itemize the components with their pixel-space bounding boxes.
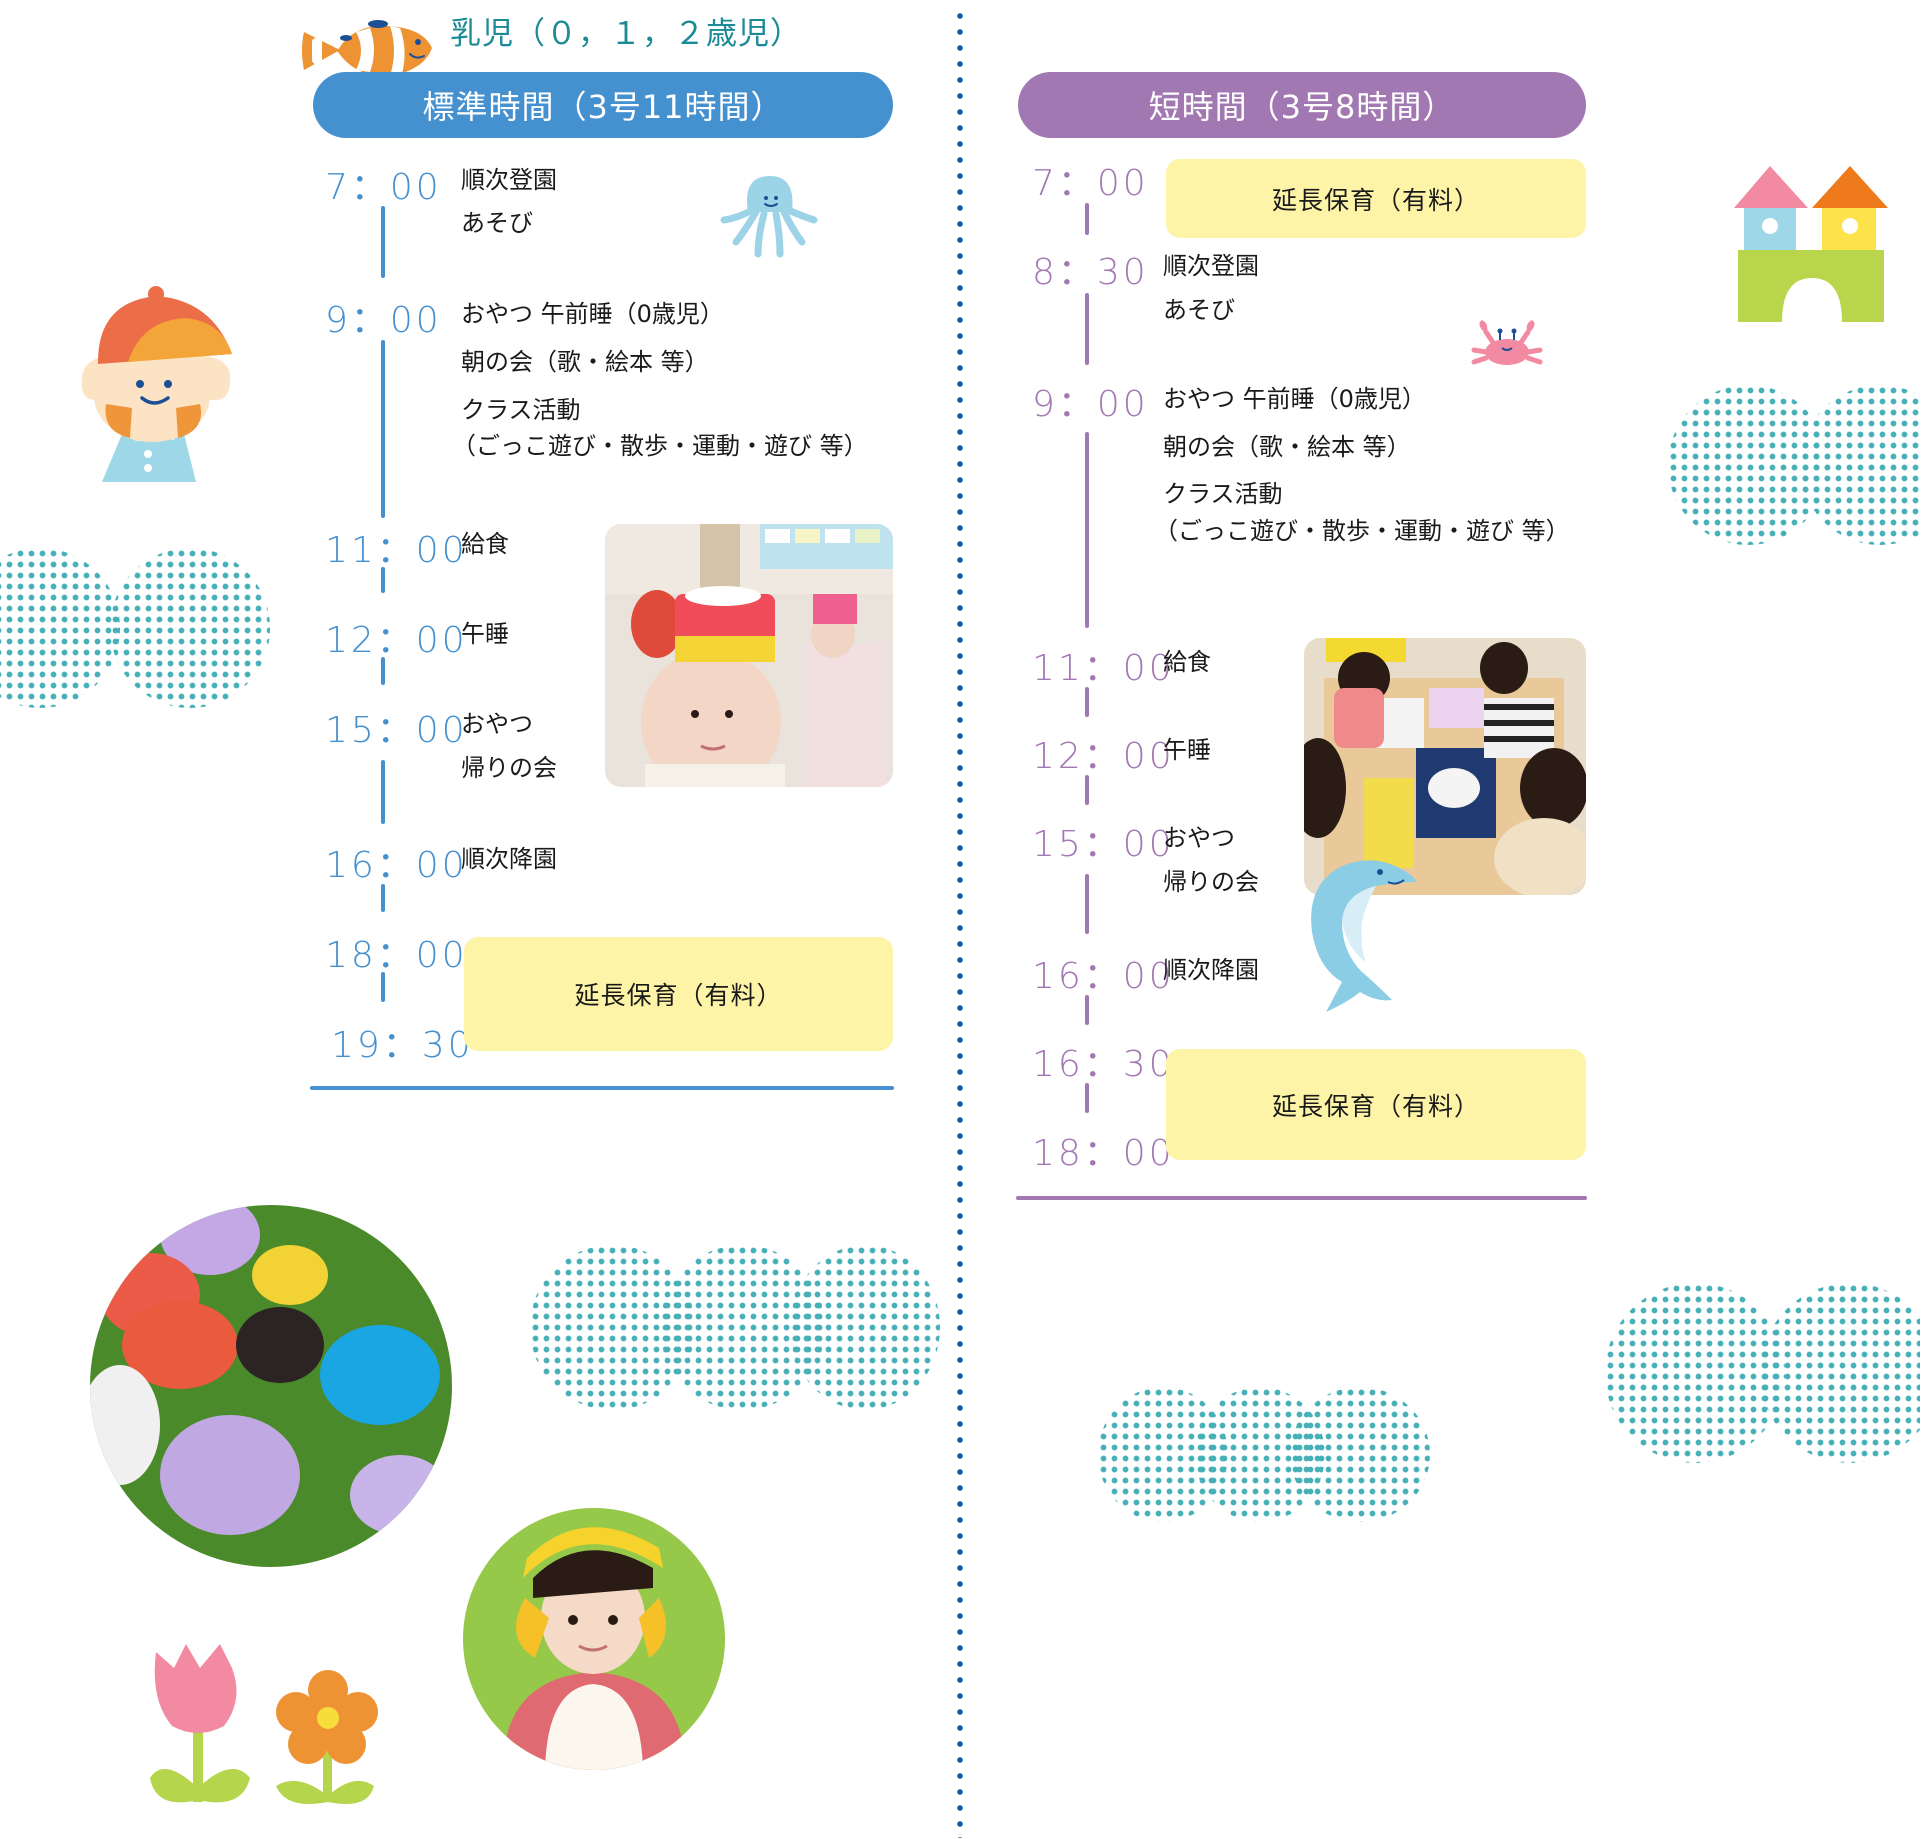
- activity-text: おやつ 午前睡（0歳児）: [461, 300, 724, 328]
- child-icon: [81, 286, 232, 482]
- activity-text: （ごっこ遊び・散歩・運動・遊び 等）: [1154, 517, 1570, 545]
- time-label: 9：00: [325, 300, 442, 341]
- extended-care-label: 延長保育（有料）: [574, 981, 783, 1010]
- time-label: 15：00: [325, 710, 468, 751]
- activity-text: おやつ: [1163, 824, 1235, 852]
- timeline-connector: [381, 657, 385, 685]
- standard-hours-title: 標準時間（3号11時間）: [422, 88, 784, 126]
- outdoor-group-photo: [90, 1205, 452, 1567]
- timeline-connector: [381, 884, 385, 912]
- time-label: 16：00: [1032, 956, 1175, 997]
- time-label: 16：30: [1032, 1044, 1175, 1085]
- dot-cloud-pattern: [110, 548, 270, 708]
- timeline-connector: [381, 760, 385, 824]
- timeline-connector: [381, 567, 385, 593]
- standard-hours-header: 標準時間（3号11時間）: [313, 72, 893, 138]
- timeline-connector: [1085, 203, 1089, 235]
- time-label: 7：00: [325, 167, 442, 208]
- timeline-connector: [1085, 432, 1089, 628]
- time-label: 15：00: [1032, 824, 1175, 865]
- activity-text: あそび: [1163, 296, 1235, 324]
- extended-care-evening: 延長保育（有料）: [1166, 1049, 1586, 1160]
- activity-text: クラス活動: [461, 396, 581, 424]
- dot-cloud-pattern: [1605, 1283, 1785, 1463]
- activity-text: 給食: [1163, 648, 1211, 676]
- classroom-photo-puzzles: [1304, 638, 1586, 895]
- time-label: 18：00: [325, 935, 468, 976]
- time-label: 12：00: [1032, 736, 1175, 777]
- activity-text: 順次登園: [1163, 252, 1259, 280]
- activity-text: （ごっこ遊び・散歩・運動・遊び 等）: [452, 432, 868, 460]
- time-label: 7：00: [1032, 163, 1149, 204]
- timeline-connector: [1085, 874, 1089, 934]
- toy-castle-icon: [1734, 166, 1888, 322]
- time-label: 19：30: [331, 1025, 474, 1066]
- jellyfish-icon: [720, 176, 818, 258]
- time-label: 8：30: [1032, 252, 1149, 293]
- timeline-connector: [381, 206, 385, 278]
- tulip-icon: [150, 1644, 250, 1803]
- activity-text: 順次降園: [1163, 956, 1259, 984]
- timeline-connector: [1085, 775, 1089, 805]
- activity-text: 帰りの会: [1163, 868, 1259, 896]
- flower-icon: [276, 1670, 378, 1804]
- extended-care-label: 延長保育（有料）: [1271, 1091, 1480, 1121]
- time-label: 9：00: [1032, 384, 1149, 425]
- dot-cloud-pattern: [1800, 385, 1920, 545]
- dot-cloud-pattern: [790, 1245, 940, 1410]
- clownfish-icon: [302, 20, 432, 82]
- dot-cloud-pattern: [0, 548, 120, 708]
- time-label: 11：00: [1032, 648, 1175, 689]
- time-label: 18：00: [1032, 1133, 1175, 1174]
- activity-text: クラス活動: [1163, 480, 1283, 508]
- time-label: 16：00: [325, 845, 468, 886]
- activity-text: 朝の会（歌・絵本 等）: [1163, 433, 1411, 461]
- time-label: 12：00: [325, 620, 468, 661]
- activity-text: 順次登園: [461, 166, 557, 194]
- time-label: 11：00: [325, 530, 468, 571]
- extended-care-label: 延長保育（有料）: [1271, 185, 1480, 215]
- short-hours-header: 短時間（3号8時間）: [1018, 72, 1586, 138]
- timeline-connector: [1085, 293, 1089, 365]
- child-portrait-photo: [463, 1508, 725, 1770]
- section-bottom-rule: [1016, 1196, 1587, 1200]
- activity-text: 朝の会（歌・絵本 等）: [461, 348, 709, 376]
- center-dotted-divider: [957, 8, 963, 1838]
- section-bottom-rule: [310, 1086, 894, 1090]
- timeline-connector: [1085, 1083, 1089, 1113]
- short-hours-title: 短時間（3号8時間）: [1148, 88, 1456, 126]
- timeline-connector: [381, 340, 385, 518]
- activity-text: 帰りの会: [461, 754, 557, 782]
- activity-text: 給食: [461, 530, 509, 558]
- activity-text: 午睡: [1163, 736, 1211, 764]
- classroom-photo-oni-masks: [605, 524, 893, 787]
- crab-icon: [1471, 320, 1543, 365]
- activity-text: 午睡: [461, 620, 509, 648]
- section-title: 乳児（０，１，２歳児）: [450, 16, 802, 52]
- activity-text: あそび: [461, 209, 533, 237]
- timeline-connector: [1085, 995, 1089, 1025]
- dolphin-icon: [1311, 860, 1416, 1012]
- timeline-connector: [1085, 687, 1089, 717]
- activity-text: おやつ 午前睡（0歳児）: [1163, 385, 1426, 413]
- dot-cloud-pattern: [1760, 1283, 1920, 1463]
- timeline-connector: [381, 972, 385, 1002]
- extended-care-morning: 延長保育（有料）: [1166, 159, 1586, 238]
- dot-cloud-pattern: [1290, 1387, 1430, 1522]
- activity-text: おやつ: [461, 710, 533, 738]
- activity-text: 順次降園: [461, 845, 557, 873]
- extended-care-evening: 延長保育（有料）: [464, 937, 893, 1051]
